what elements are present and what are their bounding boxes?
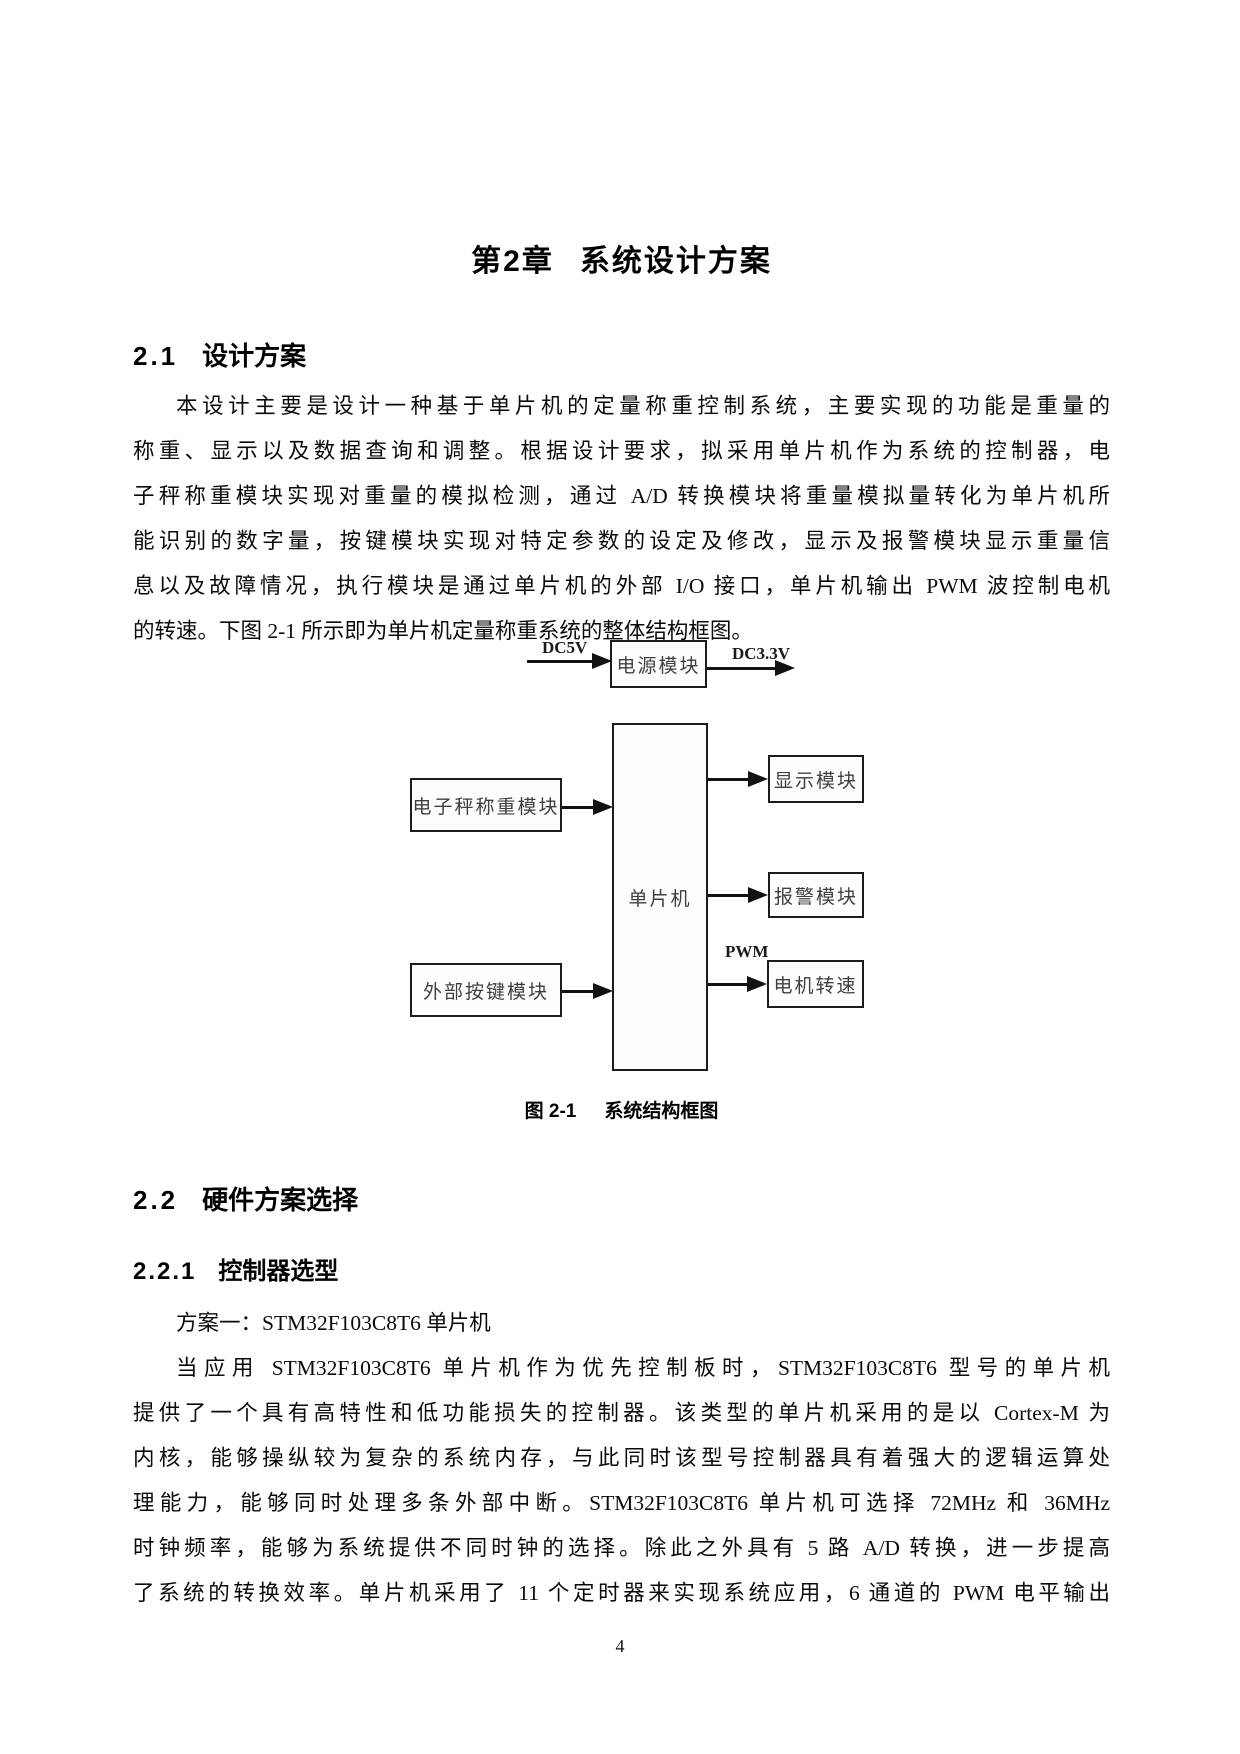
pwm-label: PWM bbox=[725, 942, 769, 961]
box-mcu-label: 单片机 bbox=[628, 888, 692, 910]
box-keys-module: 外部按键模块 bbox=[410, 963, 562, 1017]
motor-arrowhead-icon bbox=[747, 976, 767, 992]
paragraph-line: 本设计主要是设计一种基于单片机的定量称重控制系统，主要实现的功能是重量的 bbox=[176, 394, 1110, 418]
chapter-title: 第2章系统设计方案 bbox=[133, 236, 1110, 280]
paragraph-line: 能识别的数字量，按键模块实现对特定参数的设定及修改，显示及报警模块显示重量信 bbox=[133, 529, 1110, 553]
box-display-module-label: 显示模块 bbox=[773, 770, 858, 792]
box-motor-speed-label: 电机转速 bbox=[773, 975, 858, 997]
figure-caption-number: 图 2-1 bbox=[524, 1101, 577, 1122]
section-number: 2.2.1 bbox=[133, 1258, 197, 1285]
box-display-module: 显示模块 bbox=[768, 755, 864, 803]
system-block-diagram: DC5V 电源模块 DC3.3V 单片机 电子秤称重模块 外部按键模块 bbox=[350, 630, 880, 1080]
paragraph-line: 子秤称重模块实现对重量的模拟检测，通过 A/D 转换模块将重量模拟量转化为单片机… bbox=[133, 484, 1110, 508]
box-mcu: 单片机 bbox=[612, 723, 708, 1071]
scale-arrow-shaft bbox=[562, 806, 593, 809]
display-arrow-shaft bbox=[708, 778, 748, 781]
scheme-line-block: 方案一：STM32F103C8T6 单片机 bbox=[133, 1301, 1110, 1346]
controller-paragraph: 当应用 STM32F103C8T6 单片机作为优先控制板时，STM32F103C… bbox=[133, 1346, 1110, 1616]
section-number: 2.2 bbox=[133, 1185, 179, 1215]
display-arrowhead-icon bbox=[748, 771, 768, 787]
paragraph-line: 了系统的转换效率。单片机采用了 11 个定时器来实现系统应用，6 通道的 PWM… bbox=[133, 1581, 1110, 1605]
section-heading-2-1: 2.1 设计方案 bbox=[133, 336, 1110, 373]
section-number: 2.1 bbox=[133, 341, 179, 371]
dc5v-label: DC5V bbox=[542, 638, 588, 657]
design-paragraph: 本设计主要是设计一种基于单片机的定量称重控制系统，主要实现的功能是重量的 称重、… bbox=[133, 384, 1110, 654]
alarm-arrowhead-icon bbox=[748, 887, 768, 903]
box-keys-module-label: 外部按键模块 bbox=[422, 981, 549, 1003]
paragraph-line: 理能力，能够同时处理多条外部中断。STM32F103C8T6 单片机可选择 72… bbox=[133, 1491, 1110, 1515]
section-heading-2-2-1: 2.2.1 控制器选型 bbox=[133, 1251, 1110, 1286]
paragraph-line: 称重、显示以及数据查询和调整。根据设计要求，拟采用单片机作为系统的控制器，电 bbox=[133, 439, 1110, 463]
box-motor-speed: 电机转速 bbox=[767, 960, 864, 1008]
dc33v-arrowhead-icon bbox=[775, 660, 795, 676]
dc5v-arrowhead-icon bbox=[592, 653, 612, 669]
alarm-arrow-shaft bbox=[708, 894, 748, 897]
box-alarm-module-label: 报警模块 bbox=[773, 886, 858, 908]
paragraph-line: 的转速。下图 2-1 所示即为单片机定量称重系统的整体结构框图。 bbox=[133, 619, 753, 643]
dc33v-label: DC3.3V bbox=[732, 644, 791, 663]
scale-arrowhead-icon bbox=[593, 799, 613, 815]
page-number: 4 bbox=[615, 1636, 625, 1656]
paragraph-line: 当应用 STM32F103C8T6 单片机作为优先控制板时，STM32F103C… bbox=[176, 1356, 1110, 1380]
dc33v-arrow-shaft bbox=[707, 667, 775, 670]
dc5v-arrow-shaft bbox=[527, 660, 592, 663]
paragraph-line: 时钟频率，能够为系统提供不同时钟的选择。除此之外具有 5 路 A/D 转换，进一… bbox=[133, 1536, 1110, 1560]
paragraph-line: 息以及故障情况，执行模块是通过单片机的外部 I/O 接口，单片机输出 PWM 波… bbox=[133, 574, 1110, 598]
section-title-text: 硬件方案选择 bbox=[202, 1185, 359, 1215]
box-power-module: 电源模块 bbox=[610, 640, 707, 688]
figure-caption-text: 系统结构框图 bbox=[604, 1101, 719, 1122]
figure-caption: 图 2-1 系统结构框图 bbox=[133, 1096, 1110, 1123]
chapter-title-text: 系统设计方案 bbox=[579, 245, 772, 278]
box-scale-module-label: 电子秤称重模块 bbox=[412, 796, 560, 818]
section-title-text: 控制器选型 bbox=[218, 1258, 339, 1285]
paragraph-line: 提供了一个具有高特性和低功能损失的控制器。该类型的单片机采用的是以 Cortex… bbox=[133, 1401, 1110, 1425]
paragraph-line: 内核，能够操纵较为复杂的系统内存，与此同时该型号控制器具有着强大的逻辑运算处 bbox=[133, 1446, 1110, 1470]
keys-arrowhead-icon bbox=[593, 983, 613, 999]
box-scale-module: 电子秤称重模块 bbox=[410, 778, 562, 832]
section-heading-2-2: 2.2 硬件方案选择 bbox=[133, 1180, 1110, 1217]
section-title-text: 设计方案 bbox=[202, 341, 307, 371]
box-power-module-label: 电源模块 bbox=[616, 655, 701, 677]
box-alarm-module: 报警模块 bbox=[768, 872, 864, 918]
motor-arrow-shaft bbox=[708, 983, 747, 986]
keys-arrow-shaft bbox=[562, 990, 593, 993]
paragraph-line: 方案一：STM32F103C8T6 单片机 bbox=[176, 1311, 491, 1335]
chapter-number: 第2章 bbox=[471, 245, 554, 278]
